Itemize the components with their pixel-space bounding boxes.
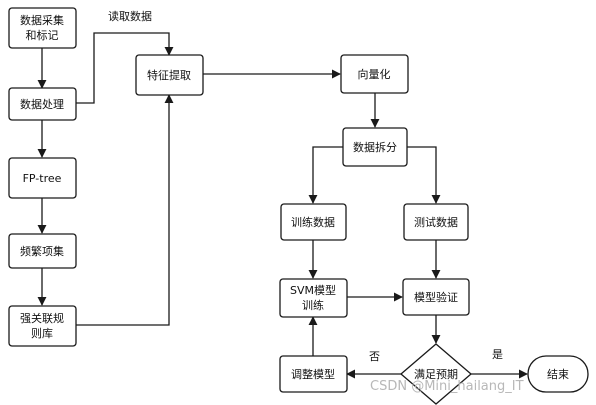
svg-text:满足预期: 满足预期 [414,368,458,381]
svg-text:数据采集: 数据采集 [20,13,64,27]
svg-text:数据拆分: 数据拆分 [353,140,397,154]
edges [37,32,528,379]
svg-text:频繁项集: 频繁项集 [20,244,64,258]
edge-label-read: 读取数据 [108,9,152,23]
node-data-processing: 数据处理 [8,87,77,121]
svg-text:训练: 训练 [302,298,324,312]
node-association-rules: 强关联规 则库 [8,305,77,347]
svg-text:则库: 则库 [31,327,53,340]
svg-text:训练数据: 训练数据 [291,215,335,229]
watermark: CSDN @Mini_hailang_IT [370,379,524,394]
node-frequent-itemsets: 频繁项集 [8,233,77,269]
node-svm-training: SVM模型 训练 [279,278,348,318]
svg-text:结束: 结束 [547,368,569,381]
svg-text:向量化: 向量化 [358,67,391,81]
node-data-split: 数据拆分 [342,127,408,167]
node-data-collection: 数据采集 和标记 [8,7,77,49]
node-test-data: 测试数据 [403,203,469,241]
svg-text:调整模型: 调整模型 [291,367,335,381]
edge-process-extract [76,32,174,104]
node-model-verification: 模型验证 [402,278,470,316]
svg-text:数据处理: 数据处理 [20,97,64,111]
edge-label-yes: 是 [492,348,503,361]
svg-text:和标记: 和标记 [26,28,59,42]
svg-text:模型验证: 模型验证 [414,290,458,304]
svg-text:特征提取: 特征提取 [147,68,191,82]
edge-label-no: 否 [369,350,380,363]
node-end: 结束 [527,355,589,393]
edge-rules-extract [76,94,174,326]
svg-text:SVM模型: SVM模型 [290,283,336,297]
node-meets-expectation-decision: 满足预期 [400,343,472,405]
svg-text:FP-tree: FP-tree [23,172,62,185]
node-training-data: 训练数据 [280,203,347,241]
node-vectorization: 向量化 [340,54,409,94]
node-adjust-model: 调整模型 [279,355,348,393]
node-fp-tree: FP-tree [8,157,77,199]
edge-split-test [407,146,441,204]
svg-text:强关联规: 强关联规 [20,311,64,325]
node-feature-extraction: 特征提取 [135,54,204,96]
edge-split-train [308,146,343,204]
svg-text:测试数据: 测试数据 [414,215,458,229]
